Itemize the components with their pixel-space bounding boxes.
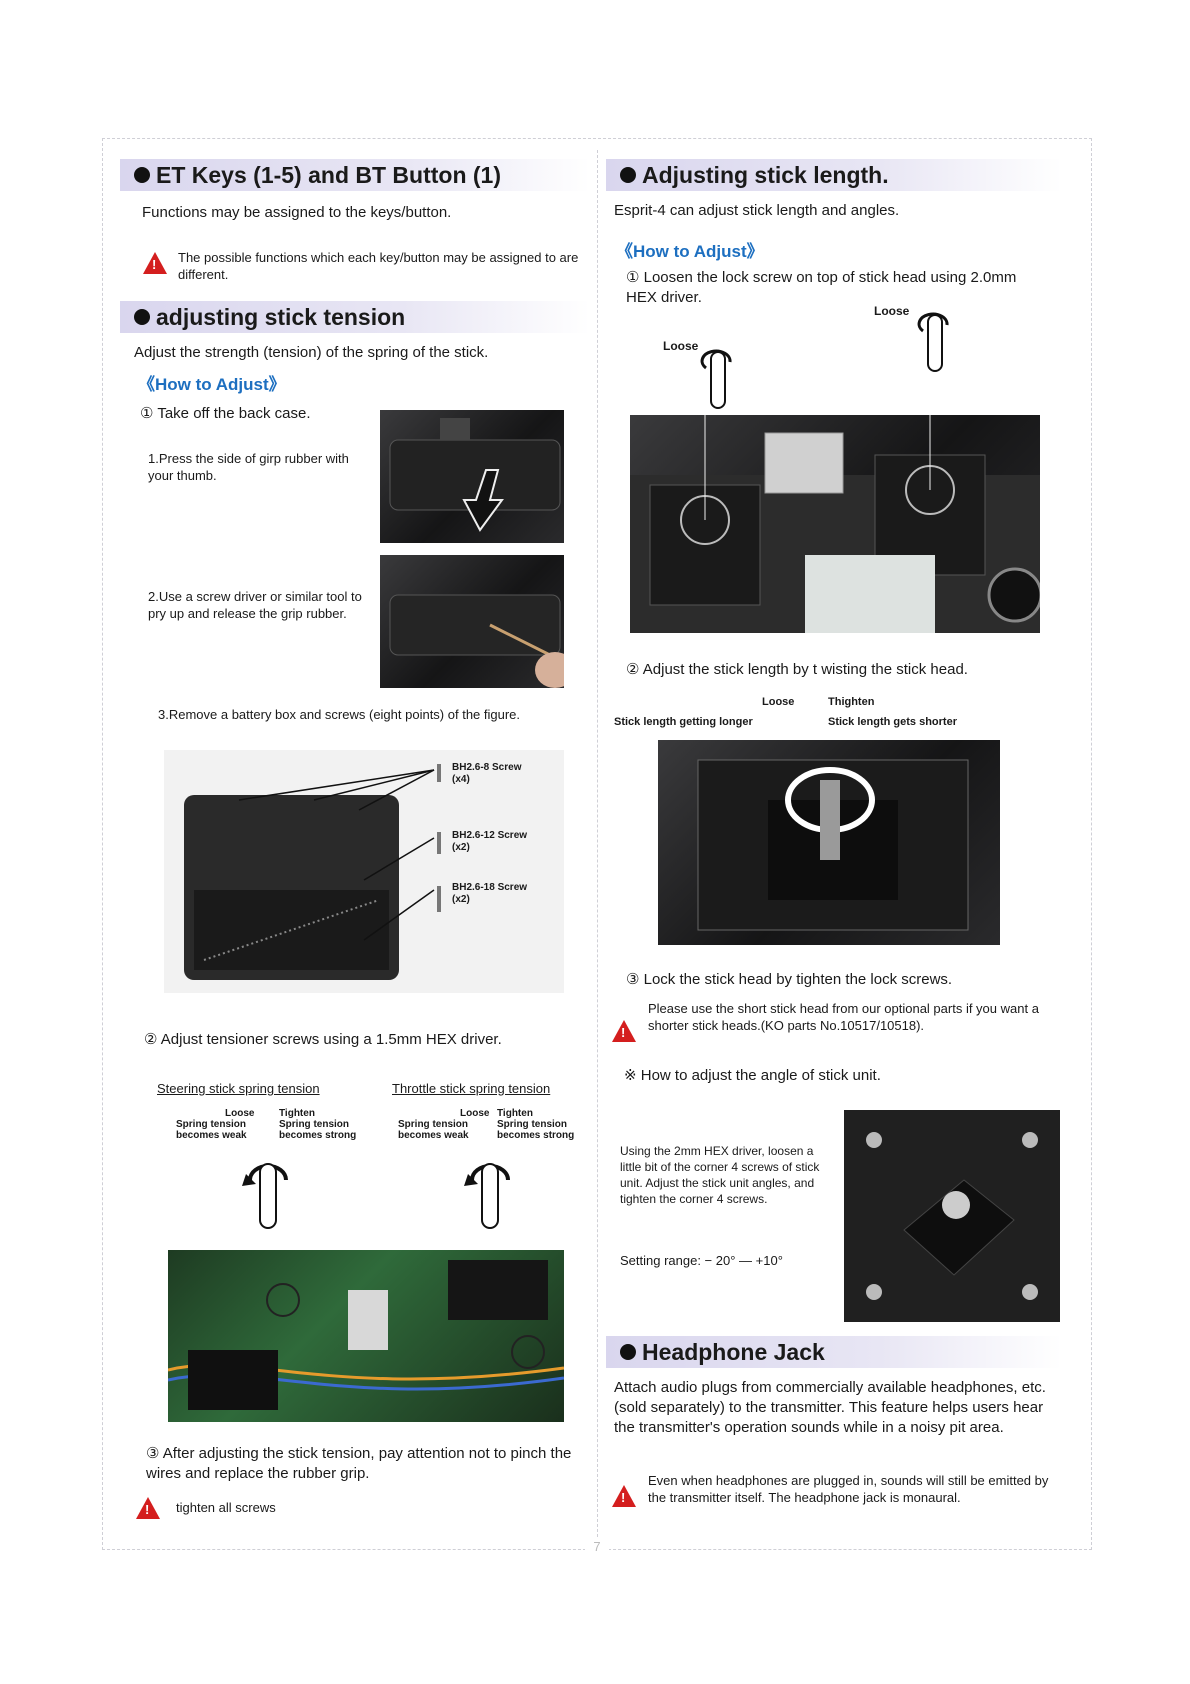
steering-weak: becomes weak [176,1130,247,1141]
page-number: 7 [585,1539,609,1554]
et-keys-title: ET Keys (1-5) and BT Button (1) [156,161,502,188]
throttle-strong-label: Spring tension [497,1119,567,1130]
headphone-header: Headphone Jack [606,1336,1062,1368]
throttle-tighten: Tighten [497,1108,533,1119]
stick-length-header: Adjusting stick length. [606,159,1062,191]
throttle-weak: becomes weak [398,1130,469,1141]
throttle-strong: becomes strong [497,1130,575,1141]
hex-screw-rotate-icon [242,1163,288,1229]
tension-sub1: 1.Press the side of girp rubber with you… [148,451,349,483]
stick-length-step3: ③ Lock the stick head by tighten the loc… [626,971,953,988]
grip-press-photo [380,410,564,543]
loose-label-left: Loose [663,339,699,353]
warning-icon [612,1020,636,1042]
tension-step1: ① Take off the back case. [140,405,311,422]
loose-label: Loose [762,696,795,708]
stick-head-rotate-icon [700,349,732,409]
thighten-desc: Stick length gets shorter [828,716,957,728]
headphone-warning: Even when headphones are plugged in, sou… [648,1473,1049,1505]
headphone-title: Headphone Jack [642,1338,825,1365]
circuit-board-photo [168,1250,564,1422]
tension-text: Adjust the strength (tension) of the spr… [134,344,489,361]
warning-icon [143,252,167,274]
stick-length-text: Esprit-4 can adjust stick length and ang… [614,202,900,219]
angle-text: Using the 2mm HEX driver, loosen a littl… [620,1144,820,1206]
steering-strong: becomes strong [279,1130,357,1141]
transmitter-top-photo [630,415,1040,633]
throttle-weak-label: Spring tension [398,1119,468,1130]
tension-step2: ② Adjust tensioner screws using a 1.5mm … [144,1031,502,1048]
throttle-loose: Loose [460,1108,490,1119]
warning-icon [612,1485,636,1507]
stick-length-how-to: 《How to Adjust》 [616,242,764,261]
bullet-icon [620,167,636,183]
hex-screw-rotate-icon [464,1163,510,1229]
steering-weak-label: Spring tension [176,1119,246,1130]
loose-label-right: Loose [874,304,910,318]
screw-c-name: BH2.6-18 Screw [452,882,528,893]
tension-step3: ③ After adjusting the stick tension, pay… [146,1445,572,1482]
tension-title: adjusting stick tension [156,303,406,330]
angle-title: ※ How to adjust the angle of stick unit. [624,1067,881,1084]
screw-b-count: (x2) [452,842,470,853]
steering-label: Steering stick spring tension [157,1081,320,1096]
stick-length-title: Adjusting stick length. [642,161,889,188]
tension-sub3: 3.Remove a battery box and screws (eight… [158,707,521,722]
loose-desc: Stick length getting longer [614,716,753,728]
bullet-icon [134,309,150,325]
column-divider [597,150,598,1542]
stick-head-twist-photo [658,740,1000,945]
steering-tighten: Tighten [279,1108,315,1119]
throttle-label: Throttle stick spring tension [392,1081,551,1096]
tension-sub2: 2.Use a screw driver or similar tool to … [148,589,362,621]
stick-length-step1: ① Loosen the lock screw on top of stick … [626,269,1017,306]
arrow-up-icon [389,418,561,532]
tension-header: adjusting stick tension [120,301,590,333]
stick-length-warning: Please use the short stick head from our… [648,1001,1039,1033]
stick-length-step2: ② Adjust the stick length by t wisting t… [626,661,968,678]
setting-range: Setting range: − 20° — +10° [620,1253,783,1268]
screw-a-name: BH2.6-8 Screw [452,762,522,773]
bullet-icon [620,1344,636,1360]
tension-warning: tighten all screws [176,1500,276,1515]
warning-icon [136,1497,160,1519]
steering-strong-label: Spring tension [279,1119,349,1130]
et-keys-warning: The possible functions which each key/bu… [178,250,579,282]
et-keys-text: Functions may be assigned to the keys/bu… [142,204,452,221]
et-keys-header: ET Keys (1-5) and BT Button (1) [120,159,590,191]
bullet-icon [134,167,150,183]
stick-head-rotate-icon [917,312,949,372]
screw-a-count: (x4) [452,774,470,785]
tension-how-to: 《How to Adjust》 [138,375,286,394]
back-case-photo [164,750,564,993]
screw-b-name: BH2.6-12 Screw [452,830,528,841]
screwdriver-photo [380,555,564,688]
steering-loose: Loose [225,1108,255,1119]
thighten-label: Thighten [828,696,875,708]
headphone-text: Attach audio plugs from commercially ava… [614,1379,1046,1436]
stick-unit-photo [844,1110,1060,1322]
screw-c-count: (x2) [452,894,470,905]
